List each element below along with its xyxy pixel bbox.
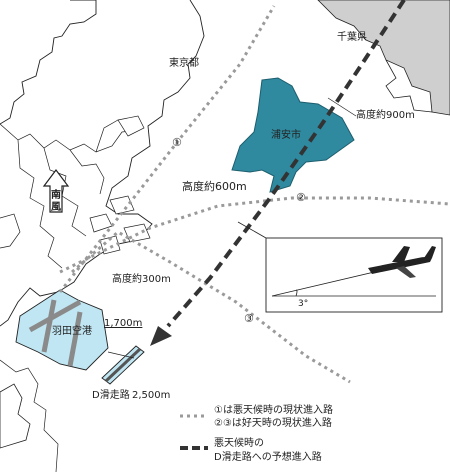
alt-900-leader [327,97,357,117]
urayasu-label: 浦安市 [271,128,301,141]
approach-arrow-head [150,326,172,346]
alt-300-label: 高度約300m [112,272,171,285]
south-land [0,383,31,449]
inset-angle-label: 3° [298,299,308,309]
legend-dashed-text-2: D滑走路への予想進入路 [214,450,322,463]
d-runway-predicted-approach [166,0,406,328]
route-2-marker: ② [296,191,306,204]
haneda-runway-c [67,311,83,367]
haneda-label: 羽田空港 [52,324,92,337]
legend-dotted-text-2: ②③は好天時の現状進入路 [214,416,332,429]
alt-600-label: 高度約600m [182,179,247,193]
legend-dashed-text-1: 悪天候時の [214,436,264,449]
airplane-icon [368,246,436,278]
inset-pointer-line [237,221,267,239]
chiba-coast-detail [385,59,433,113]
south-wind-arrow [42,169,70,213]
haneda-airport-area [15,289,109,371]
alt-900-label: 高度約900m [356,108,415,121]
route-3-marker: ③ [244,312,254,325]
chiba-label: 千葉県 [337,30,367,43]
d-runway-strip [104,347,142,383]
tokyo-label: 東京都 [169,56,199,69]
legend-dotted-text-1: ①は悪天候時の現状進入路 [214,403,333,416]
glide-slope-inset [265,237,443,313]
route-2-dotted [59,196,450,274]
chiba-land [317,0,450,116]
tokyo-coastline [0,0,205,327]
wind-label: 南風 [0,0,2,1]
route-1-dotted [58,5,276,293]
route-3-dotted [71,230,351,384]
d-runway-label: D滑走路 [92,388,130,401]
haneda-runway-a [28,299,82,333]
inset-angle-arc [295,289,298,297]
haneda-runway-b [41,299,57,353]
wind-label-char2: 風 [51,201,61,213]
length-2500-label: 2,500m [132,390,170,401]
urayasu-city-area [231,77,355,193]
wind-label-char1: 南 [51,188,61,201]
legend: ①は悪天候時の現状進入路 ②③は好天時の現状進入路 悪天候時の D滑走路への予想… [180,403,333,463]
route-1-marker: ① [172,136,182,149]
length-1700-label: 1,700m [104,318,142,329]
d-runway-connector [107,351,135,359]
